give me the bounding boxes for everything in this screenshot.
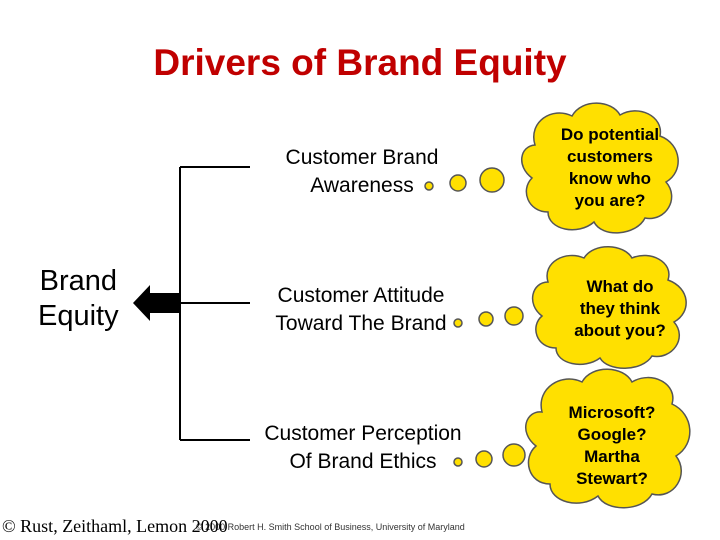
bubble-small-1 [424,181,434,191]
driver-awareness: Customer Brand Awareness [285,146,439,197]
thought-cloud-2 [531,246,687,369]
bubble-small-3 [453,457,463,467]
bubble-medium-1 [449,174,467,192]
footer-institution: © 2000 Robert H. Smith School of Busines… [196,522,465,532]
cloud-text-2: What do they think about you? [574,277,666,340]
bubble-large-3 [502,443,526,467]
driver-attitude: Customer Attitude Toward The Brand [275,284,447,335]
cloud-text-3: Microsoft? Google? Martha Stewart? [568,403,656,488]
brand-equity-label: Brand Equity [38,265,119,332]
arrow-left-icon [133,285,180,321]
thought-bubbles [424,167,526,468]
thought-cloud-3 [525,368,691,509]
thought-cloud-1 [521,102,679,234]
driver-ethics: Customer Perception Of Brand Ethics [264,422,462,473]
footer-copyright: © Rust, Zeithaml, Lemon 2000 [2,516,228,536]
cloud-text-1: Do potential customers know who you are? [560,125,660,210]
bubble-medium-3 [475,450,493,468]
bubble-medium-2 [478,311,494,327]
bubble-large-1 [479,167,505,193]
bubble-large-2 [504,306,524,326]
page-title: Drivers of Brand Equity [153,42,567,83]
bracket-connector [179,166,250,441]
bubble-small-2 [453,318,463,328]
